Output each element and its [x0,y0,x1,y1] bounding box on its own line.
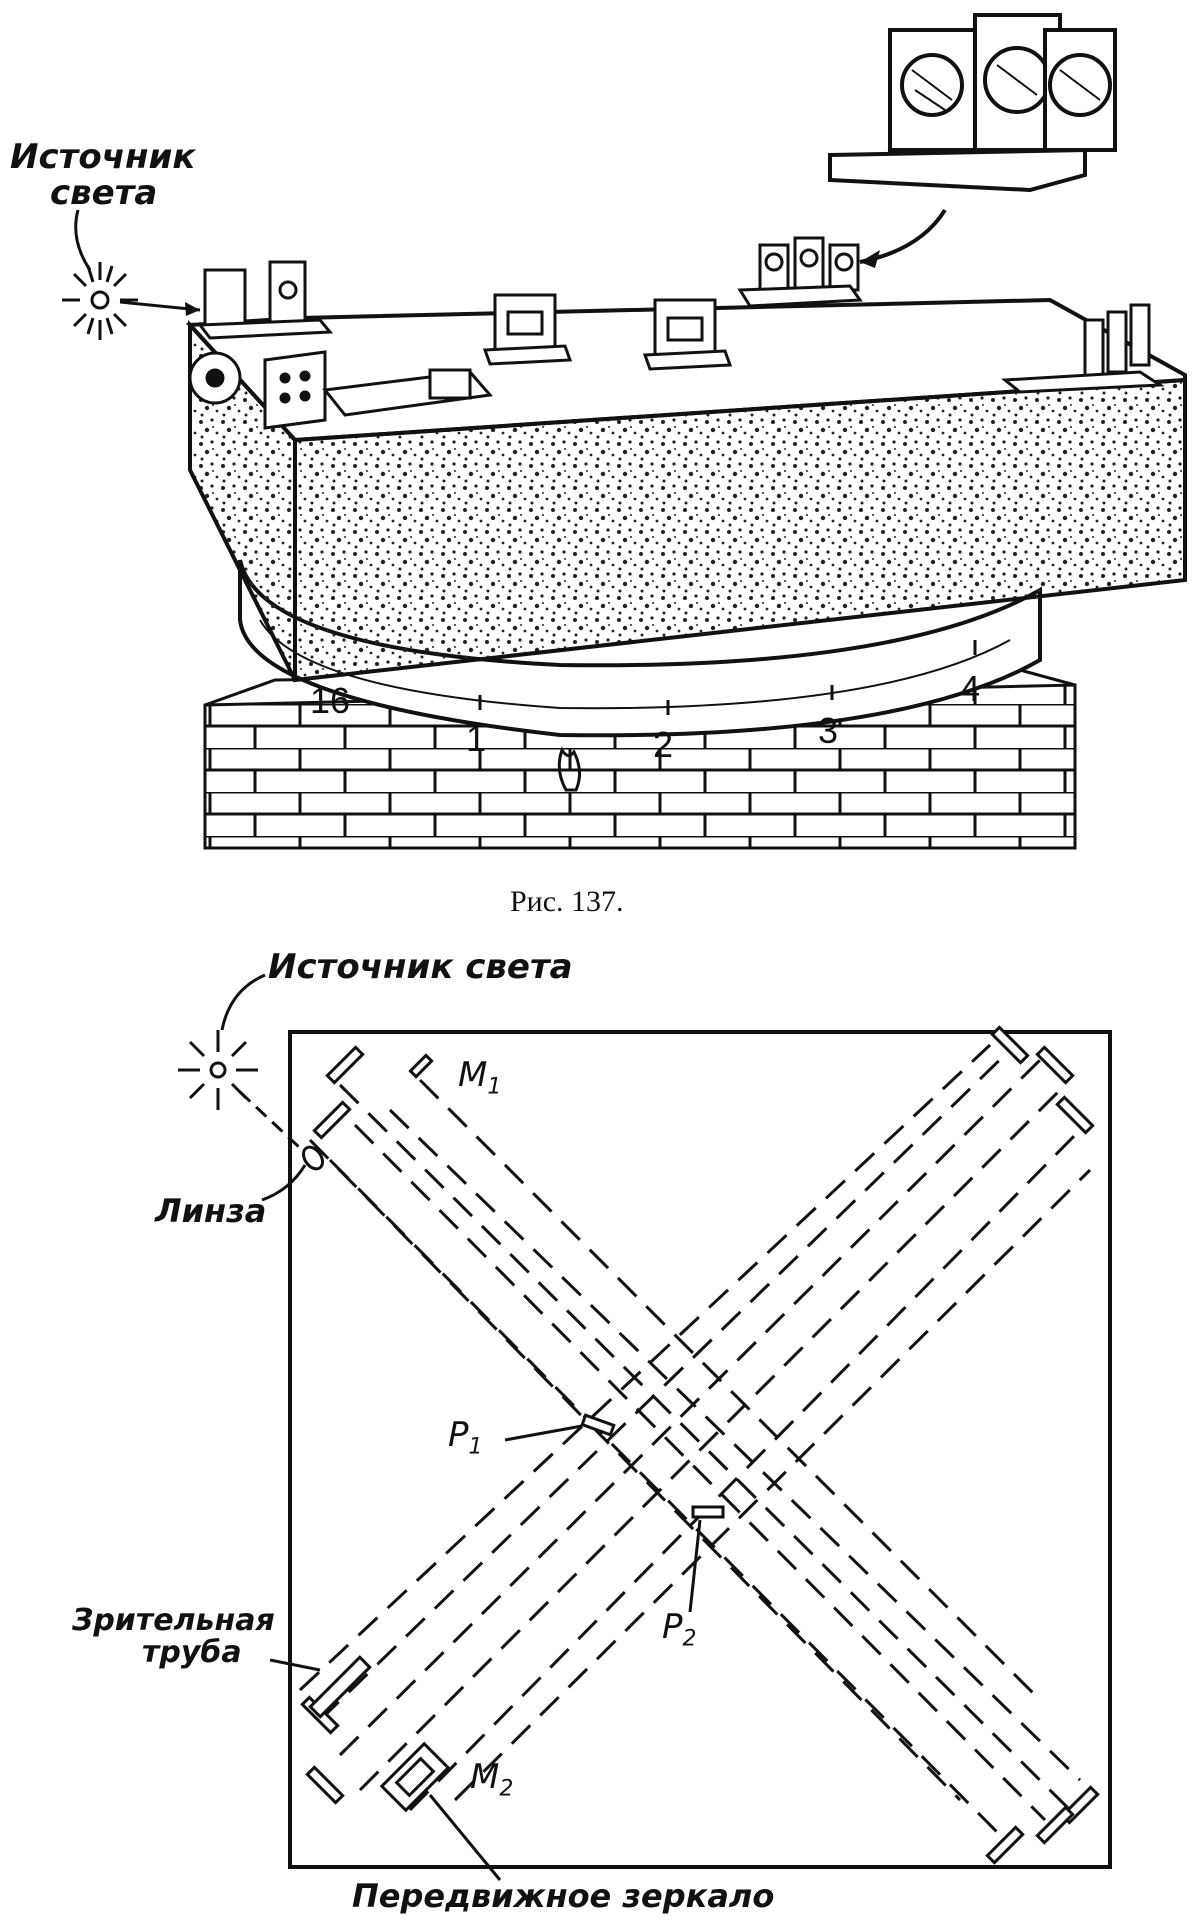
corner-mirrors-bottom-right [985,1785,1100,1865]
telescope [308,1655,372,1719]
p1-label-sub: 1 [468,1433,483,1460]
p2-label-letter: P [662,1607,683,1647]
leader-p2 [688,1519,702,1613]
p2-label-sub: 2 [682,1625,697,1652]
leader-moving-mirror [428,1794,502,1881]
m1-label-letter: M [458,1055,488,1095]
flame-mark [557,746,581,792]
source-label-137: Источник света [10,137,196,213]
p2-label: P2 [662,1607,697,1652]
m2-label: M2 [470,1757,514,1802]
leader-lens [261,1164,307,1202]
scale-mark-2: 2 [653,724,674,765]
scale-mark-1: 1 [466,718,487,759]
telescope-label-line2: труба [142,1634,242,1670]
corner-mirrors-top-right [990,1025,1095,1135]
m2-label-letter: M [470,1757,500,1797]
inset-pointer-arrow [859,208,947,264]
light-source-star-138 [178,1030,258,1110]
mirror-stand-center [642,298,733,371]
m1-label: M1 [458,1055,502,1100]
scale-mark-4: 4 [960,668,981,709]
mirror-stand-source [197,260,334,340]
source-label-138: Источник света [268,947,573,987]
beam-paths-up-right [298,1043,1092,1812]
light-source-star-137 [62,262,138,340]
mirror-m1 [408,1053,434,1079]
mirror-stand-right [1001,303,1165,394]
scale-mark-3: 3 [818,710,839,751]
source-label-137-line1: Источник [10,137,196,177]
plate-p2 [691,1505,725,1519]
mirror-stand-center-left [482,293,573,366]
telescope-label: Зрительная труба [72,1605,275,1668]
lens-label: Линза [155,1192,267,1230]
figure-caption: Рис. 137. [510,885,624,918]
telescope-label-line1: Зрительная [72,1603,275,1638]
source-label-137-line2: света [50,172,158,213]
moving-mirror-label: Передвижное зеркало [352,1877,775,1915]
beam-paths-down-right [308,1078,1082,1837]
mirror-stand-back [737,236,863,308]
leader-p1 [504,1424,583,1442]
source-label-leader-137 [74,209,92,271]
m1-label-sub: 1 [487,1073,502,1100]
leader-telescope [269,1658,321,1672]
corner-mirrors-top-left [312,1045,365,1140]
lens [301,1145,325,1171]
m2-label-sub: 2 [499,1775,514,1802]
plate-p1 [580,1413,616,1437]
leader-source-138 [220,973,266,1031]
p1-label-letter: P [448,1415,469,1455]
mirror-stand-front-left [188,350,493,430]
p1-label: P1 [448,1415,483,1460]
mirror-group-inset [828,13,1117,193]
source-to-lens-beam [238,1090,302,1150]
scale-mark-16: 16 [310,680,351,721]
moving-mirror-m2 [379,1741,451,1813]
